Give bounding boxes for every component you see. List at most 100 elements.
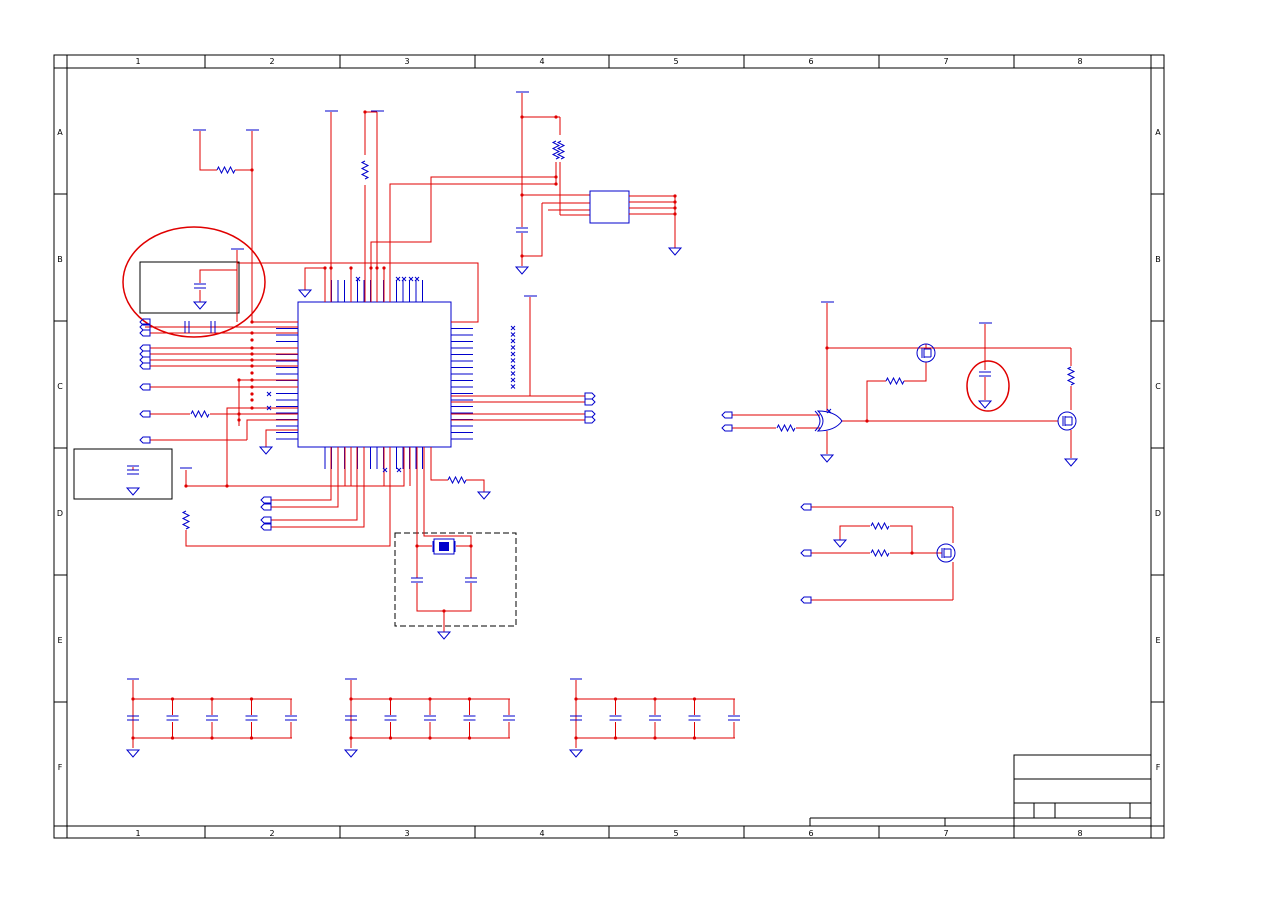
connector-icon: [139, 329, 151, 337]
xor-gate-icon: [814, 410, 821, 432]
resistor-icon: [870, 521, 890, 531]
junction-dot: [574, 697, 578, 701]
crystal-icon: [439, 542, 449, 551]
no-connect-icon: [510, 384, 516, 389]
highlight-circle-capacitor: [966, 360, 1010, 412]
small-ic-area: [516, 91, 676, 266]
no-connect-icon: [510, 364, 516, 370]
decoupling-box: [73, 448, 173, 500]
junction-dot: [250, 168, 254, 172]
junction-dot: [210, 697, 214, 701]
ground-icon: [514, 266, 530, 275]
no-connect-icon: [408, 276, 414, 282]
connector-icon: [800, 549, 812, 557]
junction-dot: [554, 175, 558, 179]
connector-icon: [584, 410, 596, 418]
component-symbols: [125, 110, 1079, 640]
junction-dot: [170, 697, 175, 701]
ground-icon: [667, 247, 683, 256]
bypass-cap-group: [139, 248, 298, 328]
gate-mosfet-circuit: [732, 301, 1072, 458]
junction-dot: [250, 338, 254, 342]
ground-icon: [258, 446, 274, 455]
no-connect-icon: [510, 358, 516, 363]
junction-dot: [554, 115, 558, 119]
crystal-oscillator: [394, 447, 517, 632]
junction-dot: [415, 544, 419, 548]
main-ic: [276, 280, 473, 469]
junction-dot: [250, 320, 254, 324]
row-label: C: [1155, 382, 1161, 391]
row-label: A: [57, 128, 63, 137]
row-label: D: [57, 509, 63, 518]
column-label: 5: [673, 57, 678, 66]
no-connect-icon: [395, 276, 401, 282]
junction-dot: [673, 206, 677, 210]
bottom-connectors: [271, 447, 485, 528]
junction-dot: [250, 392, 254, 396]
ground-icon: [192, 301, 208, 310]
ground-icon: [476, 491, 492, 500]
crystal-icon: [433, 538, 455, 555]
lower-mosfet-circuit: [811, 506, 954, 601]
junction-dot: [250, 352, 254, 356]
column-label: 5: [673, 829, 678, 838]
no-connect-icon: [510, 325, 516, 331]
junction-dot: [375, 266, 379, 270]
junction-dot: [554, 182, 558, 186]
ground-icon: [436, 631, 452, 640]
row-label: F: [58, 763, 63, 772]
ground-icon: [832, 539, 848, 548]
connector-icon: [584, 392, 596, 400]
column-label: 8: [1077, 829, 1082, 838]
junction-dot: [388, 736, 393, 740]
junction-dot: [250, 331, 254, 335]
connector-icon: [139, 383, 151, 391]
junction-dot: [184, 484, 188, 488]
junction-dot: [692, 697, 697, 701]
drawing-frame: [53, 54, 1165, 839]
junction-dot: [613, 697, 618, 701]
main-ic-top-nets: [237, 110, 585, 421]
ground-icon: [819, 454, 835, 463]
junction-dot: [428, 697, 432, 701]
junction-dot: [237, 378, 241, 382]
junction-dot: [469, 544, 473, 548]
connector-icon: [800, 503, 812, 511]
decoupling-banks: [125, 678, 740, 758]
column-label: 1: [135, 57, 140, 66]
junction-dot: [349, 697, 353, 701]
no-connect-icon: [396, 467, 402, 473]
junction-dot: [250, 378, 254, 382]
junction-dot: [692, 736, 697, 740]
row-label: E: [57, 636, 62, 645]
junction-dot: [910, 551, 914, 555]
mosfet-icon: [1057, 411, 1077, 431]
junction-dot: [250, 371, 254, 375]
junction-dot: [825, 346, 829, 350]
junction-dot: [382, 266, 386, 270]
mosfet-icon: [916, 343, 936, 363]
junction-dot: [653, 736, 657, 740]
column-label: 1: [135, 829, 140, 838]
junction-dot: [467, 697, 472, 701]
row-label: B: [1155, 255, 1161, 264]
connector-icon: [800, 596, 812, 604]
junction-dot: [249, 736, 254, 740]
connector-icon: [584, 416, 596, 424]
no-connect-icon: [510, 351, 516, 357]
no-connect-icon: [510, 338, 516, 344]
ground-icon: [977, 400, 993, 409]
junction-dot: [442, 609, 446, 613]
connector-icon: [139, 323, 151, 331]
resistor-icon: [447, 475, 467, 485]
junction-dot: [673, 212, 677, 216]
no-connect-icon: [382, 467, 388, 473]
mosfet-icon: [1062, 416, 1073, 426]
junction-dot: [250, 398, 254, 402]
pullup-network: [193, 129, 298, 323]
